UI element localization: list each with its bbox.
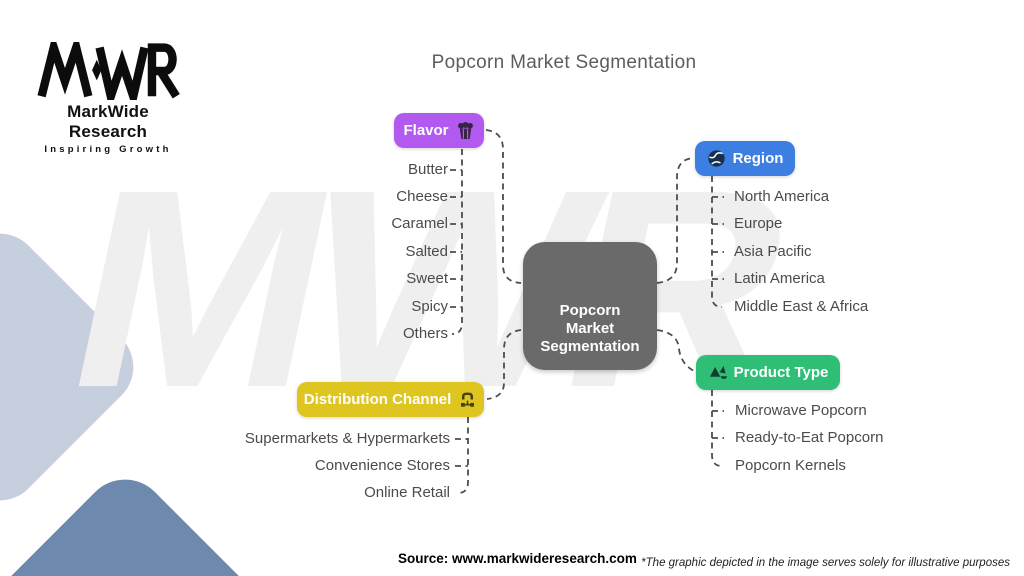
list-item: Convenience Stores — [314, 457, 450, 474]
branch-label-distribution-channel: Distribution Channel — [303, 391, 452, 408]
center-node-line: Segmentation — [540, 338, 640, 355]
list-item: Salted — [405, 243, 448, 260]
logo-company-name: MarkWide Research — [67, 102, 149, 141]
branch-label-product-type: Product Type — [733, 364, 829, 381]
list-item: Asia Pacific — [734, 243, 812, 260]
list-item: Cheese — [396, 188, 448, 205]
mwr-logo-icon — [37, 42, 180, 100]
list-item: Caramel — [391, 215, 448, 232]
branch-node-flavor: Flavor — [394, 113, 484, 148]
list-item: Butter — [407, 161, 448, 178]
list-item: Sweet — [406, 270, 448, 287]
center-node: Popcorn Market Segmentation — [523, 242, 657, 370]
branch-label-flavor: Flavor — [403, 122, 449, 139]
branch-node-product-type: Product Type — [696, 355, 840, 390]
list-item: Popcorn Kernels — [735, 457, 846, 474]
branch-node-region: Region — [695, 141, 795, 176]
list-item: Microwave Popcorn — [735, 402, 867, 419]
logo-tagline: Inspiring Growth — [44, 144, 172, 155]
list-item: Middle East & Africa — [734, 298, 869, 315]
list-item: Europe — [734, 215, 783, 232]
branch-node-distribution-channel: Distribution Channel — [297, 382, 484, 417]
page-title: Popcorn Market Segmentation — [431, 52, 697, 73]
branch-label-region: Region — [732, 150, 784, 167]
globe-icon — [707, 149, 726, 168]
markwide-research-logo: MarkWide Research Inspiring Growth — [28, 42, 188, 155]
list-item: Ready-to-Eat Popcorn — [735, 429, 884, 446]
list-item: Online Retail — [364, 484, 450, 501]
disclaimer-text: *The graphic depicted in the image serve… — [641, 557, 1010, 569]
list-item: Supermarkets & Hypermarkets — [244, 430, 450, 447]
popcorn-bucket-icon — [456, 121, 475, 140]
center-node-line: Market — [565, 320, 615, 337]
store-network-icon — [458, 390, 477, 409]
list-item: Others — [402, 325, 448, 342]
center-node-line: Popcorn — [559, 302, 621, 319]
list-item: North America — [734, 188, 830, 205]
list-item: Spicy — [411, 298, 448, 315]
list-item: Latin America — [734, 270, 825, 287]
popping-kernels-icon — [708, 363, 727, 382]
source-text: Source: www.markwideresearch.com — [398, 551, 637, 566]
